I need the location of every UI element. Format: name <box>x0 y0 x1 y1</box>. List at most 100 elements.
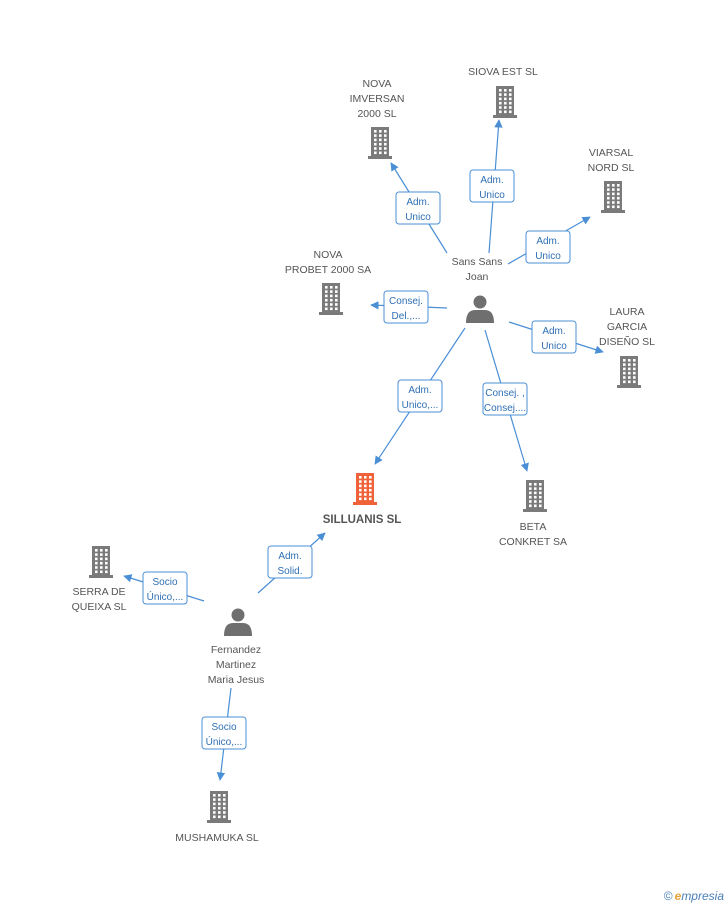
building-window <box>499 89 502 92</box>
edge-role-label[interactable]: Adm.Unico <box>525 230 571 264</box>
building-window <box>617 201 620 204</box>
building-window <box>325 298 328 302</box>
building-base <box>493 115 517 118</box>
building-window <box>384 142 387 146</box>
node-label[interactable]: SILLUANIS SL <box>323 514 402 526</box>
building-window <box>623 363 626 366</box>
edge-sans-sans-joan-to-viarsal-nord[interactable]: Adm.Unico <box>507 216 591 265</box>
building-window <box>633 363 636 366</box>
building-window <box>213 815 216 819</box>
node-label-line: 2000 SL <box>357 108 396 120</box>
edge-label-box <box>482 382 528 416</box>
edge-fernandez-martinez-to-mushamuka[interactable]: SocioÚnico,... <box>201 687 247 781</box>
node-siova-est[interactable]: SIOVA EST SL <box>468 66 538 118</box>
edge-label-text: Unico,... <box>402 400 439 411</box>
building-window <box>529 500 532 503</box>
node-mushamuka[interactable]: MUSHAMUKA SL <box>175 791 259 844</box>
brand-logo-e: e <box>674 889 682 903</box>
building-window <box>509 110 512 114</box>
building-window <box>617 184 620 187</box>
edge-role-label[interactable]: Adm.Unico <box>469 169 515 203</box>
node-label-line: SIOVA EST SL <box>468 66 538 78</box>
edge-role-label[interactable]: Consej.Del.,... <box>383 290 429 324</box>
node-label-line: SILLUANIS SL <box>323 514 402 526</box>
building-window <box>374 142 377 146</box>
edge-sans-sans-joan-to-siova-est[interactable]: Adm.Unico <box>469 119 515 254</box>
node-label-line: VIARSAL <box>589 147 634 159</box>
building-icon <box>207 791 231 823</box>
edge-role-label[interactable]: Consej. ,Consej.... <box>482 382 528 416</box>
building-window <box>529 495 532 499</box>
building-base <box>617 385 641 388</box>
edge-label-box <box>397 379 443 413</box>
edge-label-text: Adm. <box>406 197 429 208</box>
building-window <box>499 101 502 105</box>
building-window <box>539 491 542 495</box>
empresia-brand[interactable]: ©empresia <box>664 889 724 903</box>
building-window <box>100 566 103 569</box>
node-label[interactable]: SIOVA EST SL <box>468 66 538 78</box>
building-window <box>105 566 108 569</box>
building-window <box>105 570 108 574</box>
building-window <box>218 811 221 814</box>
building-window <box>223 798 226 801</box>
edge-label-text: Del.,... <box>392 311 421 322</box>
edge-sans-sans-joan-to-nova-imversan[interactable]: Adm.Unico <box>390 162 448 254</box>
building-window <box>379 138 382 142</box>
building-window <box>335 298 338 302</box>
building-window <box>628 380 631 384</box>
edge-fernandez-martinez-to-serra-de-queixa[interactable]: SocioÚnico,... <box>123 571 205 605</box>
edge-role-label[interactable]: Adm.Unico,... <box>397 379 443 413</box>
building-window <box>529 483 532 486</box>
edge-sans-sans-joan-to-silluanis[interactable]: Adm.Unico,... <box>374 327 466 465</box>
building-window <box>359 488 362 492</box>
building-window <box>628 359 631 362</box>
edge-sans-sans-joan-to-laura-garcia[interactable]: Adm.Unico <box>508 320 604 354</box>
building-window <box>364 497 367 501</box>
edge-label-text: Adm. <box>542 326 565 337</box>
edge-sans-sans-joan-to-nova-probet[interactable]: Consej.Del.,... <box>370 290 448 324</box>
building-window <box>539 500 542 503</box>
building-window <box>369 484 372 488</box>
building-window <box>633 376 636 379</box>
building-window <box>617 205 620 209</box>
edge-role-label[interactable]: Adm.Unico <box>531 320 577 354</box>
edge-role-label[interactable]: Adm.Solid. <box>267 545 313 579</box>
building-window <box>504 101 507 105</box>
building-window <box>105 557 108 561</box>
person-head <box>473 295 487 309</box>
node-label-line: CONKRET SA <box>499 536 567 548</box>
building-base <box>523 509 547 512</box>
edge-sans-sans-joan-to-beta-conkret[interactable]: Consej. ,Consej.... <box>482 329 529 472</box>
building-window <box>607 205 610 209</box>
edge-role-label[interactable]: SocioÚnico,... <box>142 571 188 605</box>
building-window <box>504 110 507 114</box>
node-silluanis[interactable]: SILLUANIS SL <box>323 473 402 526</box>
building-window <box>529 504 532 508</box>
building-window <box>330 298 333 302</box>
edge-fernandez-martinez-to-silluanis[interactable]: Adm.Solid. <box>257 532 326 594</box>
node-label-line: Fernandez <box>211 644 261 656</box>
building-window <box>534 491 537 495</box>
building-window <box>369 480 372 483</box>
edge-role-label[interactable]: Adm.Unico <box>395 191 441 225</box>
edge-role-label[interactable]: SocioÚnico,... <box>201 716 247 750</box>
node-label[interactable]: MUSHAMUKA SL <box>175 832 259 844</box>
building-window <box>105 561 108 565</box>
